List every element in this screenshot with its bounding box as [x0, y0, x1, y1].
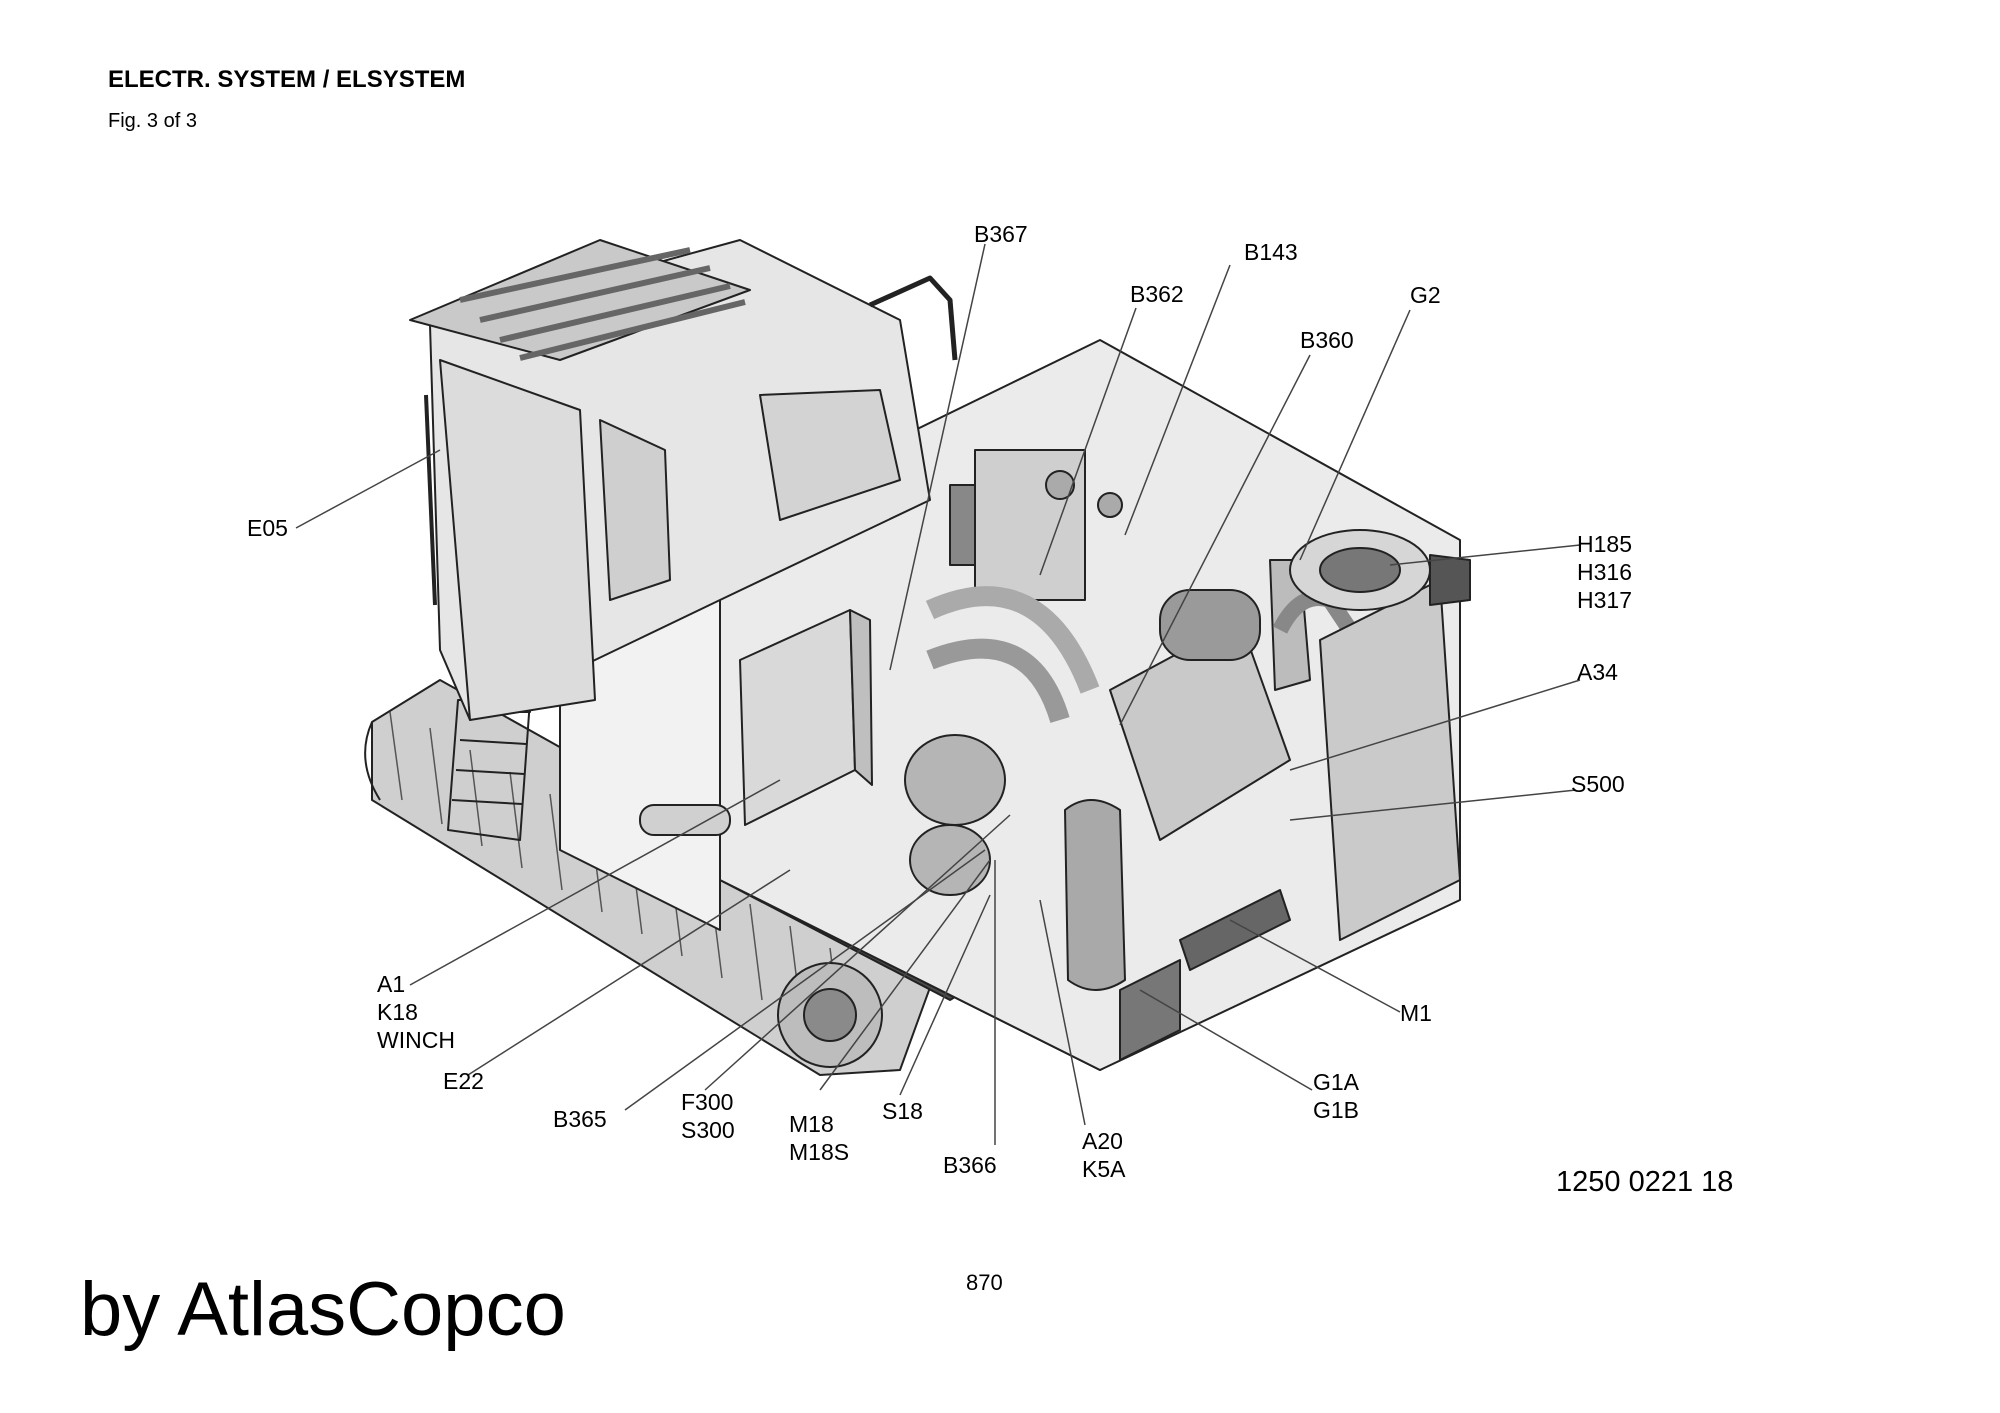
hydraulic-pumps	[904, 586, 1100, 896]
callout-h185-h316-h317: H185 H316 H317	[1577, 531, 1632, 613]
callout-a20-k5a: A20 K5A	[1082, 1128, 1126, 1182]
callout-g2: G2	[1410, 282, 1441, 308]
brand-watermark: by AtlasCopco	[80, 1267, 566, 1352]
callout-e22: E22	[443, 1068, 484, 1094]
callout-a1-k18-winch: A1 K18 WINCH	[377, 971, 455, 1053]
callout-b365: B365	[553, 1106, 607, 1132]
part-number: 1250 0221 18	[1556, 1166, 1734, 1198]
callout-m1: M1	[1400, 1000, 1432, 1026]
callout-b367: B367	[974, 221, 1028, 247]
callout-e05: E05	[247, 515, 288, 541]
hydraulic-tank	[1064, 799, 1126, 991]
callout-s18: S18	[882, 1098, 923, 1124]
electrical-cabinet	[739, 609, 873, 826]
callout-a34: A34	[1577, 659, 1618, 685]
callout-s500: S500	[1571, 771, 1625, 797]
callout-b143: B143	[1244, 239, 1298, 265]
winch	[639, 804, 731, 836]
page-number: 870	[966, 1270, 1003, 1295]
callout-f300-s300: F300 S300	[681, 1089, 735, 1143]
engine	[1109, 559, 1357, 841]
radiator-housing	[1289, 529, 1471, 941]
page-title: ELECTR. SYSTEM / ELSYSTEM	[108, 66, 466, 93]
control-panel	[949, 449, 1123, 601]
batteries	[1119, 889, 1291, 1061]
leader-lines	[295, 243, 1581, 1145]
callout-m18-m18s: M18 M18S	[789, 1111, 850, 1165]
callout-g1a-g1b: G1A G1B	[1313, 1069, 1360, 1123]
operator-cab	[409, 239, 931, 721]
callout-b360: B360	[1300, 327, 1354, 353]
callout-b366: B366	[943, 1152, 997, 1178]
figure-number: Fig. 3 of 3	[108, 110, 197, 132]
callout-b362: B362	[1130, 281, 1184, 307]
